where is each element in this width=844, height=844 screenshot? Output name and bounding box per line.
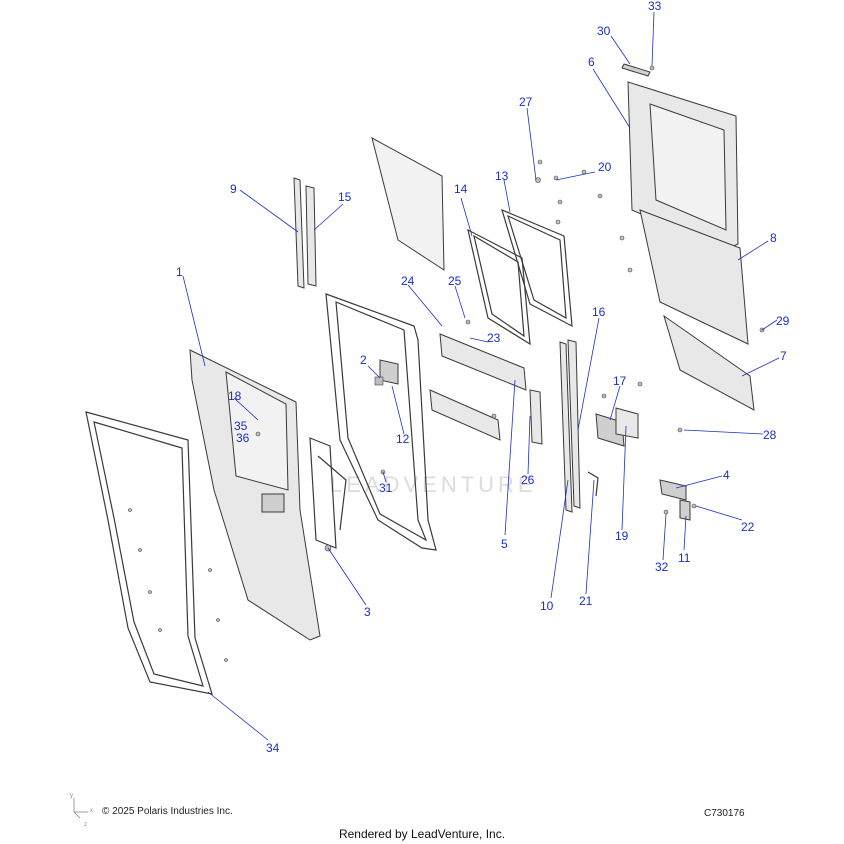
callout-30: 30 [597,24,611,38]
callout-labels: 1 2 3 4 5 6 7 8 9 10 11 12 13 14 15 16 1… [176,0,790,755]
part-21-rod [587,471,599,497]
part-14-window-seal [467,228,531,346]
callout-29: 29 [776,314,790,328]
drawing-id: C730176 [704,808,745,819]
callout-22: 22 [741,520,755,534]
callout-5: 5 [501,537,508,551]
callout-8: 8 [770,231,777,245]
part-16-channel [567,339,581,509]
part-2-handle [374,359,399,386]
part-10-channel [559,341,573,513]
render-credit: Rendered by LeadVenture, Inc. [338,827,506,841]
callout-14: 14 [454,182,468,196]
callout-18: 18 [228,389,242,403]
axis-x-label: x [90,808,93,814]
part-7-pocket [663,314,755,411]
callout-24: 24 [401,274,415,288]
callout-1: 1 [176,265,183,279]
callout-23: 23 [487,331,501,345]
callout-16: 16 [592,305,606,319]
callout-36: 36 [236,431,250,445]
part-19-latch-plate [615,407,639,439]
callout-21: 21 [579,594,593,608]
leader-lines [182,11,780,741]
callout-27: 27 [519,95,533,109]
door-glass [371,137,445,271]
callout-25: 25 [448,274,462,288]
part-5-bracket [429,389,501,441]
part-30-pin [621,63,651,77]
callout-10: 10 [540,599,554,613]
callout-26: 26 [521,473,535,487]
part-6-upper-trim [627,81,739,251]
callout-32: 32 [655,560,669,574]
part-13-window-frame [501,208,573,328]
axis-triad-icon: y x z [70,793,93,828]
callout-6: 6 [588,55,595,69]
part-8-mid-trim [639,209,749,345]
part-11-hinge-bolt [679,499,691,521]
part-34-outer-seal [85,411,213,695]
callout-28: 28 [763,428,777,442]
callout-13: 13 [495,169,509,183]
callout-20: 20 [598,160,612,174]
axis-z-label: z [84,822,87,828]
callout-34: 34 [266,741,280,755]
part-1-door-panel [189,349,321,641]
callout-19: 19 [615,529,629,543]
callout-11: 11 [678,551,691,565]
copyright-text: © 2025 Polaris Industries Inc. [102,806,233,817]
part-15-strip [305,185,317,287]
part-4-hinge [659,479,687,501]
callout-35: 35 [234,419,248,433]
callout-7: 7 [780,349,787,363]
callout-9: 9 [230,182,237,196]
callout-2: 2 [360,353,367,367]
callout-15: 15 [338,190,352,204]
callout-33: 33 [648,0,662,13]
callout-31: 31 [379,481,393,495]
callout-12: 12 [396,432,410,446]
part-23-bracket [439,333,527,391]
part-26-channel [529,389,543,445]
axis-y-label: y [70,793,73,799]
callout-3: 3 [364,605,371,619]
part-12-glass-channel [325,293,437,551]
part-9-strip [293,177,305,289]
callout-17: 17 [613,374,627,388]
callout-4: 4 [723,468,730,482]
